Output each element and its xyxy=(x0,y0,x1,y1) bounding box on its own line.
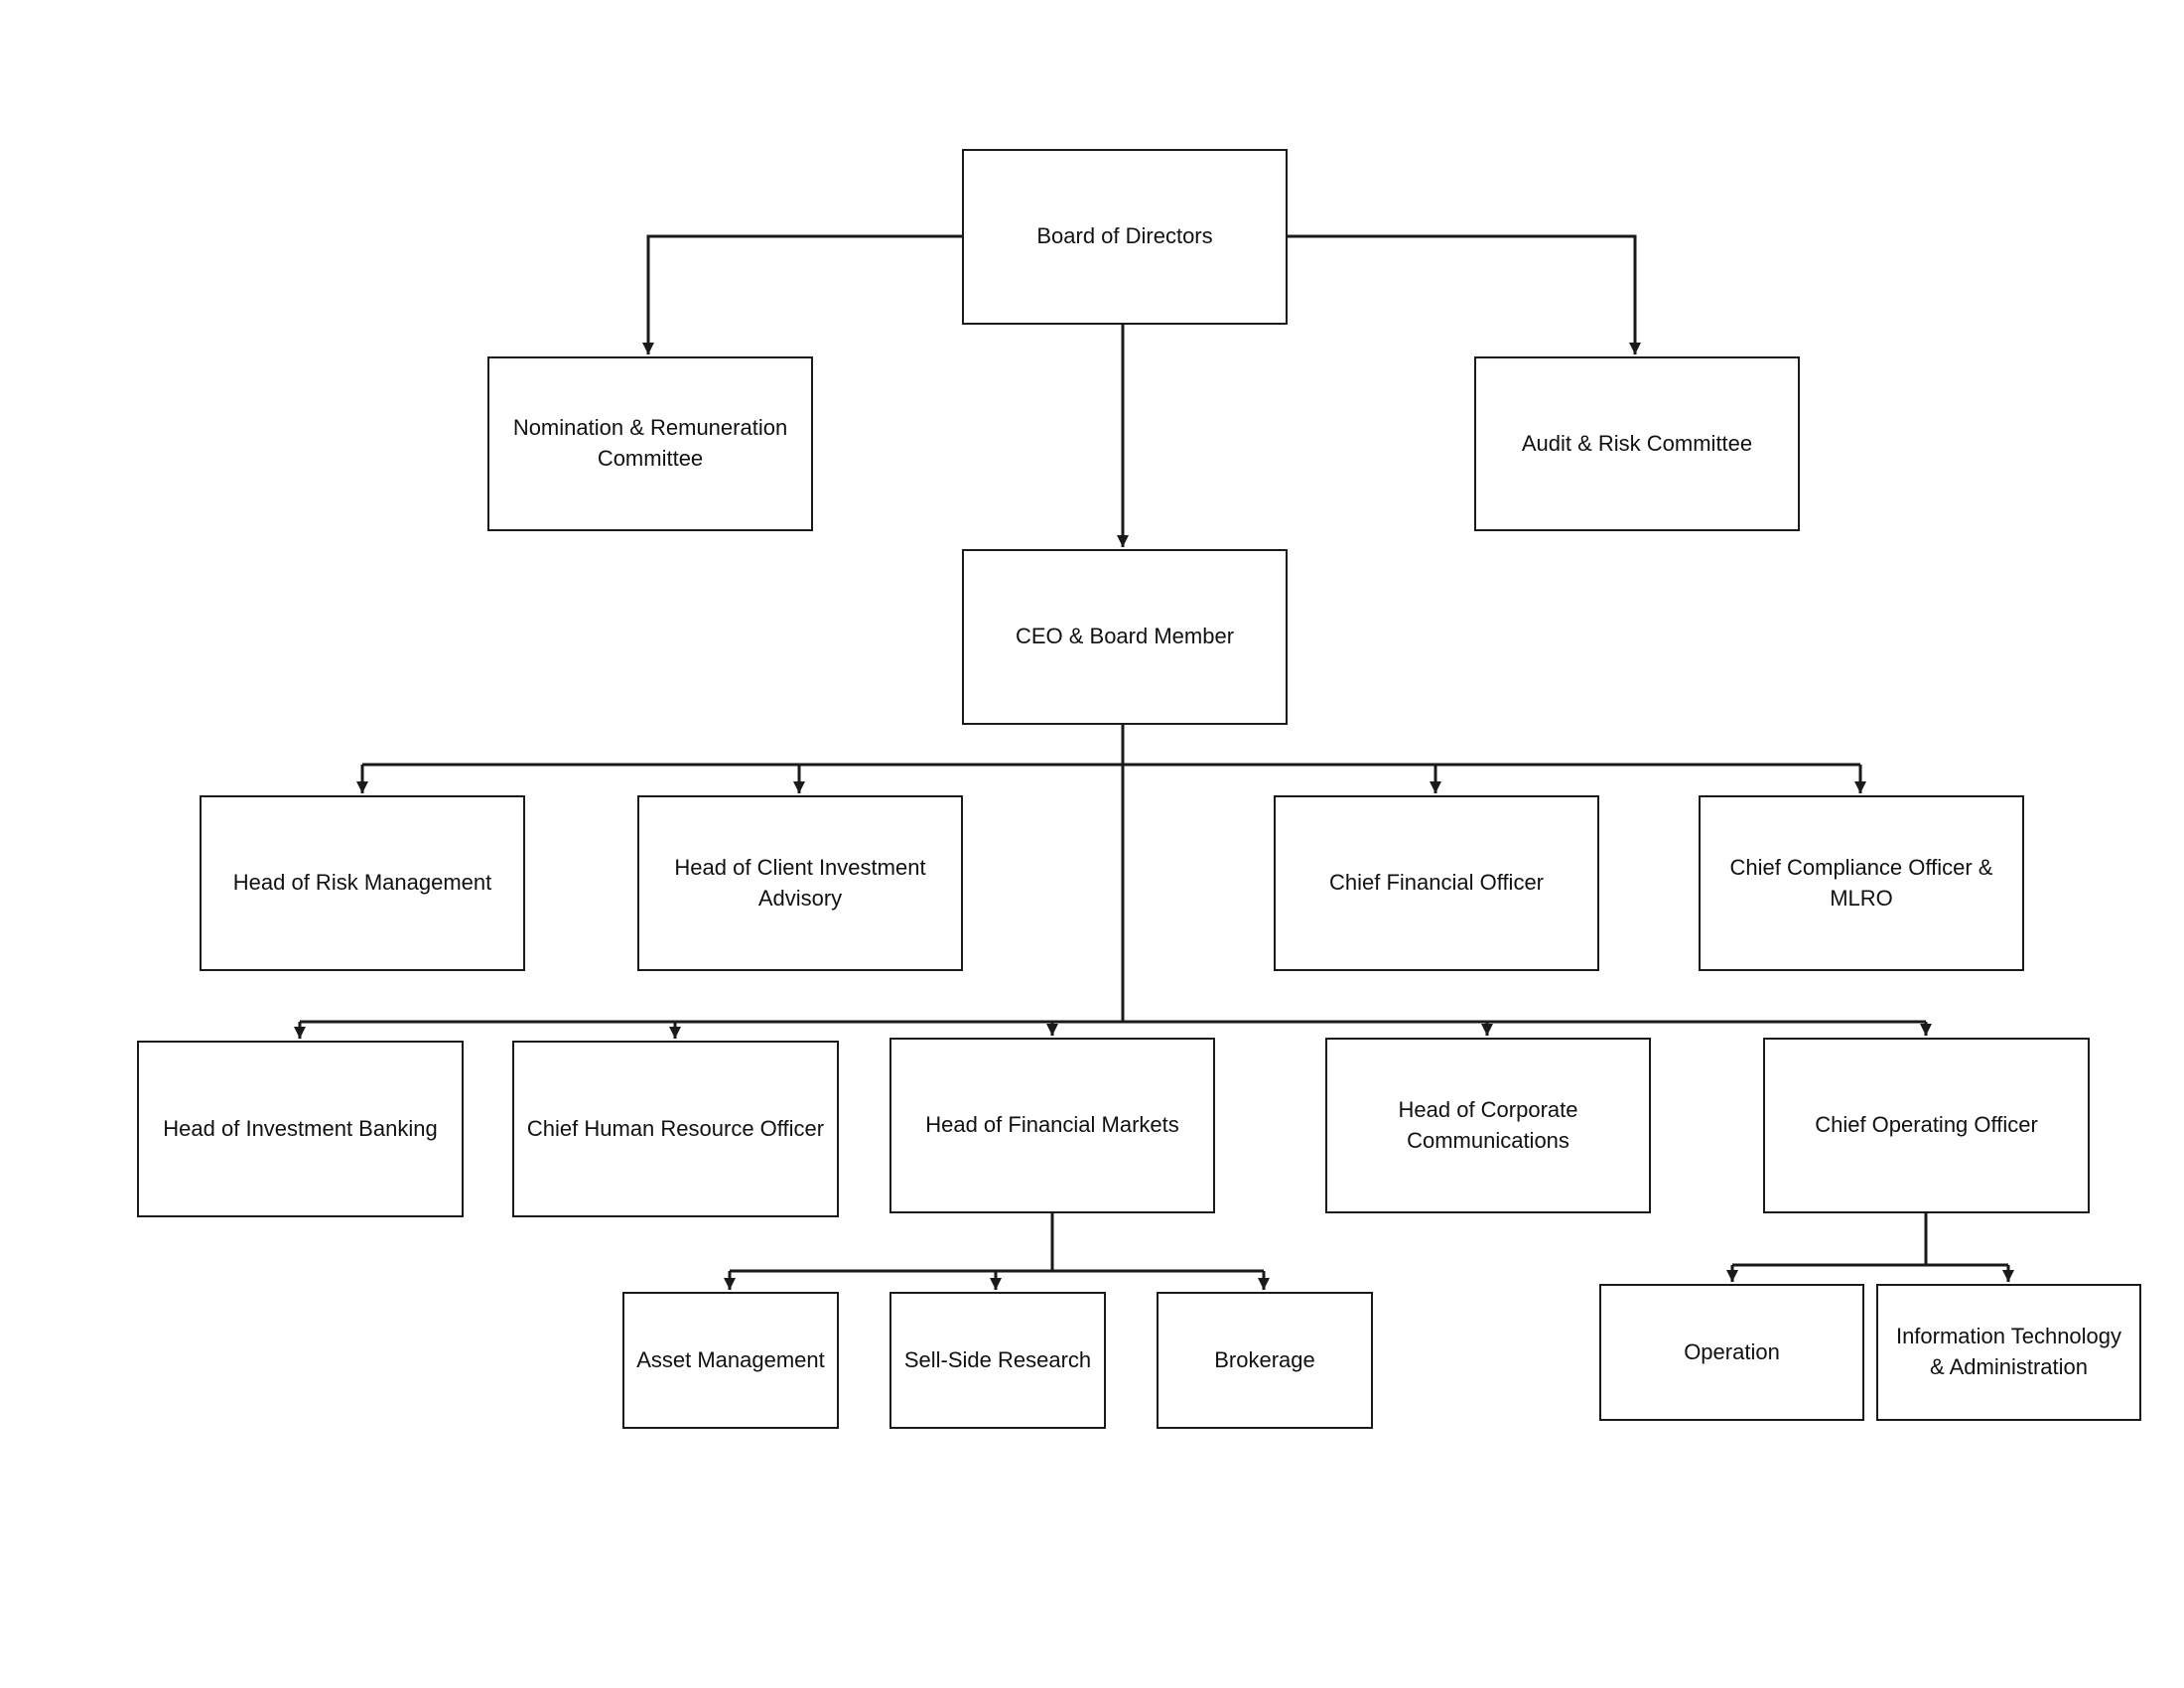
head-of-client-investment-advisory-box: Head of Client Investment Advisory xyxy=(637,795,963,971)
ceo-board-member-label: CEO & Board Member xyxy=(1015,624,1235,649)
asset-management-box: Asset Management xyxy=(622,1292,839,1429)
audit-risk-committee-label: Audit & Risk Committee xyxy=(1521,430,1753,456)
chief-operating-officer-label: Chief Operating Officer xyxy=(1815,1112,2038,1138)
chief-human-resource-officer-label: Chief Human Resource Officer xyxy=(526,1115,825,1141)
information-technology-administration-box: Information Technology & Administration xyxy=(1876,1284,2141,1421)
head-of-financial-markets-label: Head of Financial Markets xyxy=(925,1112,1179,1138)
operation-label: Operation xyxy=(1684,1338,1780,1364)
brokerage-label: Brokerage xyxy=(1214,1346,1315,1372)
nomination-remuneration-committee-label: Nomination & Remuneration Committee xyxy=(512,415,788,471)
chief-human-resource-officer-box: Chief Human Resource Officer xyxy=(512,1041,839,1217)
head-of-financial-markets-box: Head of Financial Markets xyxy=(889,1038,1215,1213)
chief-compliance-officer-box: Chief Compliance Officer & MLRO xyxy=(1699,795,2024,971)
brokerage-box: Brokerage xyxy=(1157,1292,1373,1429)
chief-financial-officer-label: Chief Financial Officer xyxy=(1328,870,1544,896)
head-of-corporate-communications-label: Head of Corporate Communications xyxy=(1398,1096,1578,1153)
board-of-directors-box: Board of Directors xyxy=(962,149,1288,325)
head-of-client-investment-advisory-label: Head of Client Investment Advisory xyxy=(674,854,926,911)
head-of-corporate-communications-box: Head of Corporate Communications xyxy=(1325,1038,1651,1213)
nomination-remuneration-committee-box: Nomination & Remuneration Committee xyxy=(487,356,813,531)
chief-compliance-officer-label: Chief Compliance Officer & MLRO xyxy=(1729,854,1993,911)
sell-side-research-box: Sell-Side Research xyxy=(889,1292,1106,1429)
operation-box: Operation xyxy=(1599,1284,1864,1421)
asset-management-label: Asset Management xyxy=(636,1346,825,1372)
head-of-risk-management-label: Head of Risk Management xyxy=(232,870,492,896)
board-of-directors-label: Board of Directors xyxy=(1036,223,1213,249)
ceo-board-member-box: CEO & Board Member xyxy=(962,549,1288,725)
connector-board-to-audit xyxy=(1286,234,1641,354)
head-of-risk-management-box: Head of Risk Management xyxy=(200,795,525,971)
head-of-investment-banking-box: Head of Investment Banking xyxy=(137,1041,464,1217)
connector-board-to-nomination xyxy=(642,234,962,354)
chief-financial-officer-box: Chief Financial Officer xyxy=(1274,795,1599,971)
audit-risk-committee-box: Audit & Risk Committee xyxy=(1474,356,1800,531)
information-technology-administration-label: Information Technology & Administration xyxy=(1895,1324,2122,1379)
chief-operating-officer-box: Chief Operating Officer xyxy=(1763,1038,2090,1213)
head-of-investment-banking-label: Head of Investment Banking xyxy=(163,1115,438,1141)
sell-side-research-label: Sell-Side Research xyxy=(903,1346,1092,1372)
